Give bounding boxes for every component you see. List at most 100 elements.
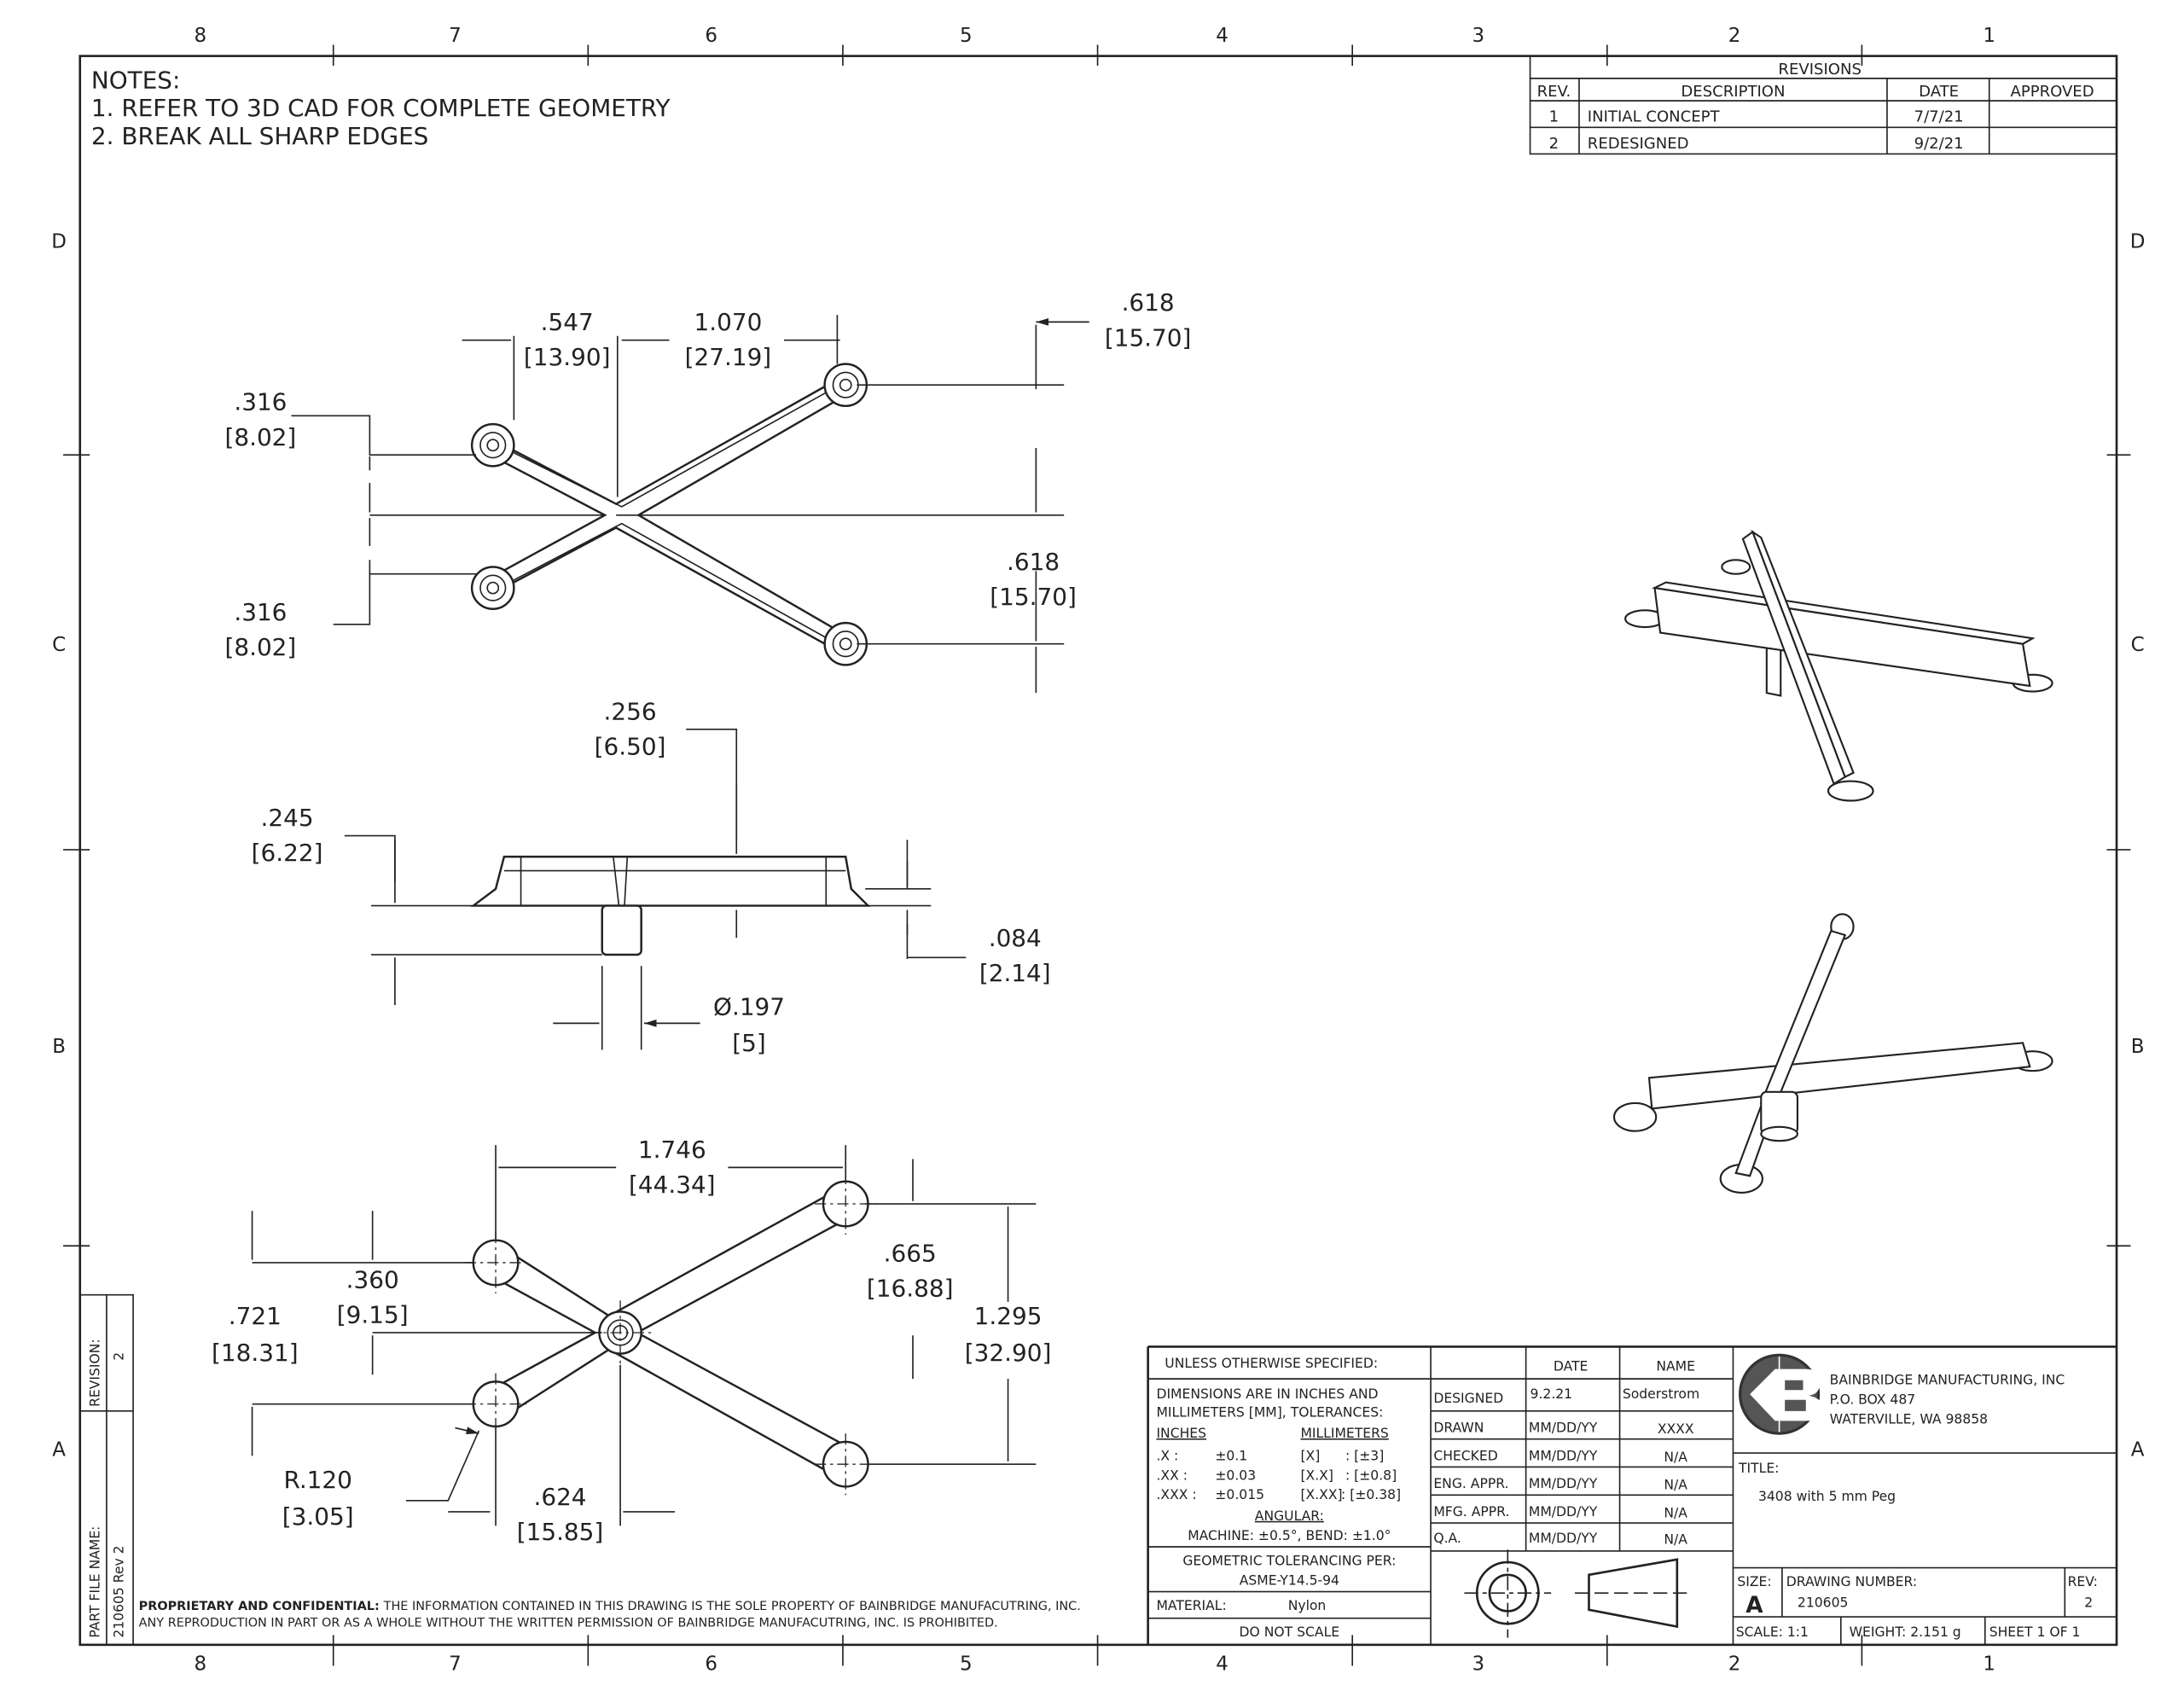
inches-label: INCHES (1156, 1426, 1206, 1441)
dimension-label: .245 (261, 804, 314, 832)
signoff-name: N/A (1664, 1506, 1687, 1521)
zone-col-label: 6 (705, 1653, 717, 1675)
geometric-standard: ASME-Y14.5-94 (1240, 1572, 1339, 1588)
dimension-label: [6.50] (595, 732, 666, 760)
company-logo (1739, 1353, 1823, 1435)
drawing-number: 210605 (1798, 1595, 1848, 1611)
dimension-label: [2.14] (979, 959, 1051, 987)
zone-col-label: 3 (1472, 1653, 1485, 1675)
dimension-label: 1.746 (638, 1136, 706, 1164)
zone-col-label: 7 (449, 25, 462, 47)
dimension-label: [15.70] (1105, 323, 1192, 352)
zone-row-label: D (2130, 230, 2146, 253)
zone-row-label: B (52, 1036, 66, 1058)
svg-text:PROPRIETARY AND CONFIDENTIAL:T: PROPRIETARY AND CONFIDENTIAL:THE INFORMA… (139, 1600, 1081, 1613)
tolerance-value: : [±0.8] (1345, 1467, 1397, 1483)
side-view: .256 [6.50] .245 [6.22] .084 [2.14] Ø.19… (252, 697, 1051, 1057)
zone-row-label: B (2131, 1036, 2145, 1058)
notes-title: NOTES: (91, 66, 181, 94)
dimension-label: 1.295 (974, 1302, 1043, 1330)
dimension-label: [16.88] (867, 1274, 954, 1302)
revision-description: REDESIGNED (1588, 135, 1689, 153)
dimension-label: .721 (229, 1302, 282, 1330)
dimension-label: .618 (1007, 548, 1060, 576)
signoff-date: 9.2.21 (1531, 1386, 1573, 1402)
angular-label: ANGULAR: (1255, 1508, 1324, 1524)
tolerance-value: ±0.1 (1215, 1448, 1247, 1463)
dimension-label: .665 (884, 1239, 937, 1267)
drawing-title: 3408 with 5 mm Peg (1758, 1489, 1896, 1504)
zone-col-label: 8 (195, 25, 207, 47)
proprietary-line: THE INFORMATION CONTAINED IN THIS DRAWIN… (383, 1600, 1081, 1613)
isometric-view-top (1624, 529, 2053, 802)
zone-ticks (63, 44, 2131, 1666)
dimension-label: .316 (234, 598, 287, 626)
dimension-label: .547 (541, 308, 594, 336)
zone-col-label: 4 (1216, 25, 1228, 47)
size-value: A (1745, 1593, 1763, 1618)
signoff-name: N/A (1664, 1450, 1687, 1465)
zone-col-label: 7 (449, 1653, 462, 1675)
signoff-role: CHECKED (1433, 1448, 1497, 1463)
revisions-header: APPROVED (2010, 83, 2094, 101)
signoff-header: DATE (1554, 1358, 1589, 1374)
signoff-role: DESIGNED (1433, 1391, 1503, 1406)
tolerance-format: [X.X] (1300, 1467, 1333, 1483)
dims-text: DIMENSIONS ARE IN INCHES AND (1156, 1386, 1378, 1402)
dims-text: MILLIMETERS [MM], TOLERANCES: (1156, 1404, 1383, 1420)
dimension-label: [32.90] (965, 1339, 1052, 1367)
material-value: Nylon (1288, 1598, 1327, 1613)
revision-date: 7/7/21 (1914, 108, 1964, 126)
proprietary-line: ANY REPRODUCTION IN PART OR AS A WHOLE W… (139, 1617, 998, 1630)
zone-col-label: 8 (195, 1653, 207, 1675)
dimension-label: .360 (346, 1265, 399, 1293)
dimension-label: [8.02] (224, 633, 296, 661)
third-angle-projection-icon (1464, 1549, 1687, 1638)
revision-rev: 2 (1549, 135, 1559, 153)
zone-row-label: A (2131, 1438, 2145, 1461)
note-item: 2. BREAK ALL SHARP EDGES (91, 122, 429, 150)
rev-value: 2 (2084, 1595, 2093, 1611)
tolerance-value: ±0.015 (1215, 1487, 1264, 1502)
tolerance-format: .XX : (1156, 1467, 1188, 1483)
part-file-label: PART FILE NAME: (88, 1526, 103, 1638)
dimension-label: .624 (533, 1483, 586, 1511)
signoff-header: NAME (1656, 1358, 1695, 1374)
signoff-date: MM/DD/YY (1529, 1476, 1598, 1491)
dimension-label: [44.34] (629, 1171, 716, 1199)
dimension-label: [15.85] (517, 1518, 604, 1546)
zone-col-label: 6 (705, 25, 717, 47)
dimension-label: [8.02] (224, 423, 296, 451)
revisions-header: DATE (1919, 83, 1959, 101)
dimension-label: .316 (234, 388, 287, 416)
revision-rev: 1 (1549, 108, 1559, 126)
isometric-view-bottom (1612, 913, 2053, 1194)
revisions-table: REVISIONS REV. DESCRIPTION DATE APPROVED… (1529, 55, 2117, 155)
material-label: MATERIAL: (1156, 1598, 1226, 1613)
proprietary-notice: PROPRIETARY AND CONFIDENTIAL:THE INFORMA… (139, 1600, 1081, 1630)
revision-label: REVISION: (88, 1339, 103, 1407)
dimension-label: .618 (1122, 288, 1175, 317)
angular-value: MACHINE: ±0.5°, BEND: ±1.0° (1188, 1528, 1391, 1543)
dimension-label: [6.22] (252, 839, 323, 867)
tolerance-value: : [±0.38] (1341, 1487, 1401, 1502)
zone-row-label: C (52, 634, 66, 656)
dimension-label: .256 (604, 697, 657, 725)
signoff-name: Soderstrom (1623, 1386, 1699, 1402)
tolerance-format: [X.XX] (1300, 1487, 1342, 1502)
size-label: SIZE: (1737, 1574, 1771, 1589)
dimension-label: [5] (732, 1029, 765, 1057)
dimension-label: [13.90] (524, 343, 611, 371)
company-address: WATERVILLE, WA 98858 (1830, 1412, 1988, 1427)
tolerance-format: [X] (1300, 1448, 1320, 1463)
dimension-label: [15.70] (990, 583, 1077, 611)
zone-col-label: 2 (1728, 1653, 1741, 1675)
proprietary-bold: PROPRIETARY AND CONFIDENTIAL: (139, 1600, 380, 1613)
dimension-label: Ø.197 (713, 993, 785, 1021)
title-label: TITLE: (1738, 1461, 1779, 1476)
dimension-label: R.120 (283, 1466, 351, 1494)
do-not-scale: DO NOT SCALE (1240, 1624, 1340, 1640)
rev-label: REV: (2068, 1574, 2098, 1589)
signoff-date: MM/DD/YY (1529, 1448, 1598, 1463)
unless-specified: UNLESS OTHERWISE SPECIFIED: (1165, 1356, 1378, 1371)
